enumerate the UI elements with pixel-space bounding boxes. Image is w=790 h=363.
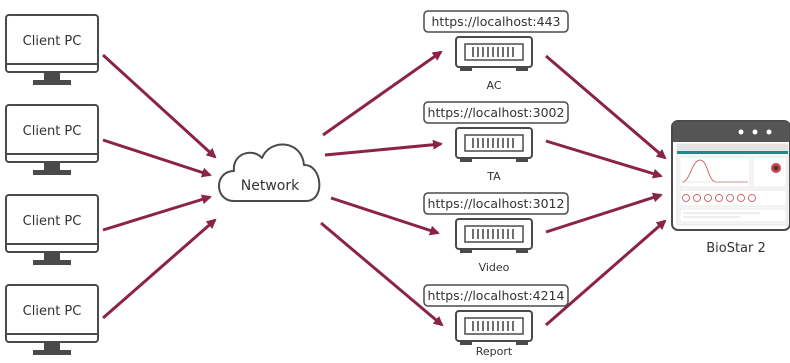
server-url-box — [423, 10, 569, 33]
connection-arrows — [101, 50, 667, 327]
arrow-report-biostar — [545, 219, 667, 327]
server-url-box — [423, 101, 569, 124]
server-url: https://localhost:3002 — [428, 105, 565, 120]
server-url-box — [423, 192, 569, 215]
server-name: Video — [479, 261, 510, 274]
arrow-video-biostar — [545, 192, 663, 234]
client-pc-label: Client PC — [23, 304, 82, 319]
server-icon — [455, 127, 533, 162]
server-icon — [455, 218, 533, 253]
arrow-network-ta — [324, 139, 443, 157]
network-label: Network — [241, 178, 300, 194]
client-pc-label: Client PC — [23, 34, 82, 49]
arrow-network-ac — [322, 50, 443, 137]
client-pc-label: Client PC — [23, 214, 82, 229]
biostar-node: BioStar 2 — [671, 120, 790, 256]
client-pc-2: Client PC — [5, 104, 99, 175]
client-pc-4: Client PC — [5, 284, 99, 355]
monitor-icon — [5, 194, 99, 265]
server-name: TA — [486, 170, 501, 183]
server-report: https://localhost:4214 Report — [423, 284, 569, 358]
server-icon — [455, 36, 533, 71]
server-name: Report — [476, 345, 513, 358]
arrow-network-report — [320, 221, 444, 327]
arrow-network-video — [330, 196, 440, 236]
server-ac: https://localhost:443 AC — [423, 10, 569, 92]
cloud-icon — [218, 143, 321, 202]
arrow-client2-network — [102, 138, 212, 178]
arrow-client1-network — [101, 53, 217, 159]
server-url: https://localhost:443 — [432, 14, 561, 29]
biostar-label: BioStar 2 — [706, 241, 766, 256]
server-ta: https://localhost:3002 TA — [423, 101, 569, 183]
arrow-client3-network — [102, 194, 212, 232]
server-icon — [455, 310, 533, 345]
arrow-client4-network — [102, 218, 217, 320]
network-node: Network — [218, 143, 321, 202]
client-pc-3: Client PC — [5, 194, 99, 265]
server-url: https://localhost:3012 — [428, 196, 565, 211]
client-pc-label: Client PC — [23, 124, 82, 139]
tablet-screenshot-icon — [671, 120, 790, 231]
monitor-icon — [5, 14, 99, 85]
monitor-icon — [5, 284, 99, 355]
arrow-ac-biostar — [545, 54, 667, 160]
arrow-ta-biostar — [545, 139, 663, 179]
server-video: https://localhost:3012 Video — [423, 192, 569, 274]
server-url: https://localhost:4214 — [428, 288, 565, 303]
server-name: AC — [486, 79, 501, 92]
monitor-icon — [5, 104, 99, 175]
client-pc-1: Client PC — [5, 14, 99, 85]
server-url-box — [423, 284, 569, 307]
